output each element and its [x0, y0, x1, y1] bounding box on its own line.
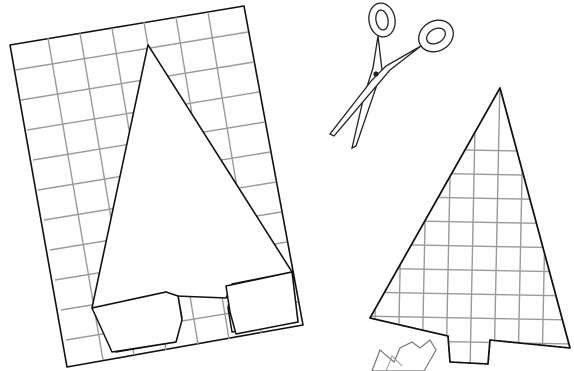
scissors-icon [330, 1, 459, 148]
cutout-tree-shape [360, 80, 574, 370]
ribbon-fragment [372, 340, 436, 371]
paper-sheet-with-cutout [10, 6, 303, 367]
